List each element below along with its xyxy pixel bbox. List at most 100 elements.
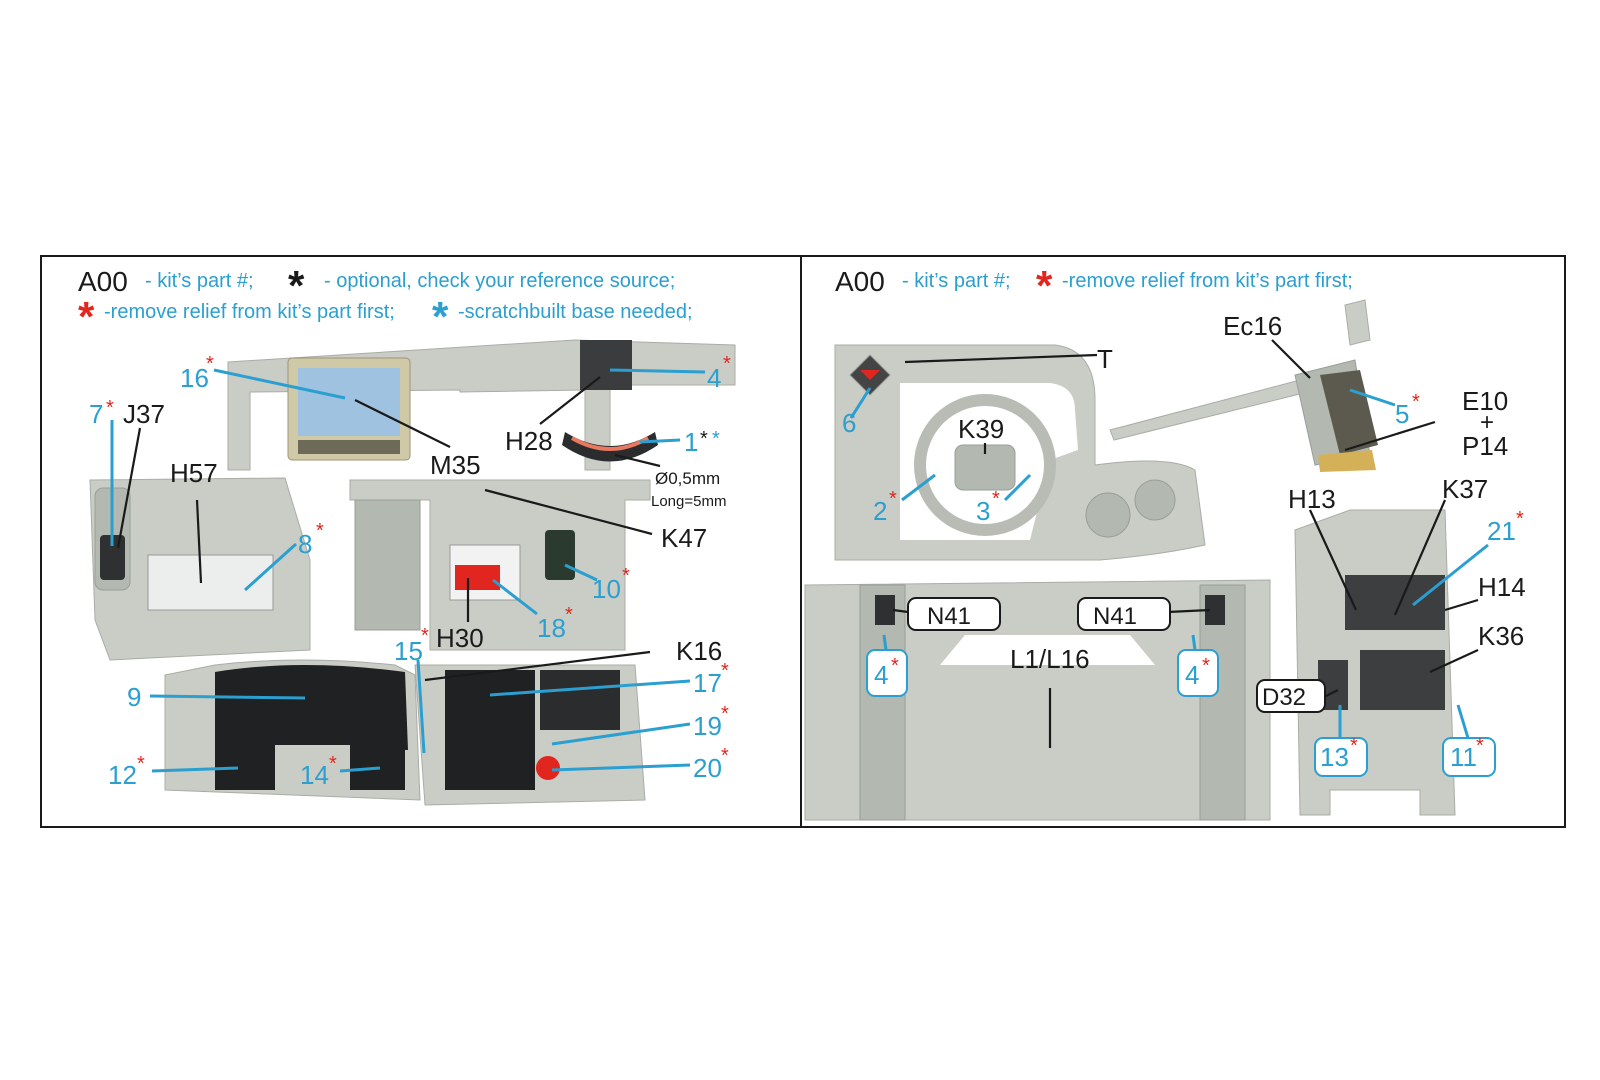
label-16: 16	[180, 363, 209, 393]
star-16: *	[206, 353, 214, 375]
label-4: 4	[707, 363, 721, 393]
fire-switches	[455, 565, 500, 590]
remove-relief-star-icon: *	[78, 293, 95, 340]
legend-right-code: A00	[835, 266, 885, 297]
label-18: 18	[537, 613, 566, 643]
leader-t	[904, 353, 1098, 364]
label-8: 8	[298, 529, 312, 559]
optional-star-icon: *	[288, 262, 305, 309]
label-n41-right: N41	[1093, 603, 1137, 630]
label-4b: 4	[1185, 660, 1199, 690]
star-4a: *	[891, 655, 899, 677]
legend-left-code: A00	[78, 266, 128, 297]
label-10: 10	[592, 574, 621, 604]
leader-1	[639, 438, 681, 444]
leader-m35	[354, 399, 451, 448]
label-k39: K39	[958, 414, 1004, 444]
star-5: *	[1412, 391, 1420, 413]
right-tag-boxes	[866, 597, 1496, 777]
label-19: 19	[693, 711, 722, 741]
label-4a: 4	[874, 660, 888, 690]
tag-n41-right	[1077, 597, 1171, 631]
label-plus: +	[1480, 409, 1494, 436]
star-4: *	[723, 353, 731, 375]
left-pillar	[859, 584, 906, 821]
legend-left-text3: -remove relief from kit’s part first;	[104, 301, 395, 323]
star-18: *	[565, 604, 573, 626]
leader-n41-left	[892, 608, 909, 614]
label-t: T	[1097, 344, 1113, 374]
leader-4	[609, 368, 706, 374]
label-3: 3	[976, 496, 990, 526]
leader-k16	[424, 650, 651, 682]
star-8: *	[316, 520, 324, 542]
label-e10: E10	[1462, 386, 1508, 416]
frame-cutout	[940, 635, 1155, 665]
leader-dia	[614, 453, 661, 468]
gauge-cluster	[215, 665, 408, 750]
star-3: *	[992, 488, 1000, 510]
label-21: 21	[1487, 516, 1516, 546]
label-h14: H14	[1478, 572, 1526, 602]
label-17: 17	[693, 668, 722, 698]
star-1-blue: *	[712, 428, 720, 450]
label-length: Long=5mm	[651, 493, 726, 510]
label-15: 15	[394, 636, 423, 666]
right-resin-parts	[804, 299, 1456, 821]
steering-wheel-k39	[914, 394, 1056, 536]
label-m35: M35	[430, 450, 481, 480]
leader-e10	[1344, 420, 1436, 452]
red-knob-20	[536, 756, 560, 780]
right-leaders	[849, 339, 1489, 748]
label-h28: H28	[505, 426, 553, 456]
legend-right-text1: - kit’s part #;	[902, 270, 1011, 292]
leader-17	[489, 679, 691, 697]
ammo-can-e10	[1318, 450, 1376, 472]
leader-h28	[539, 376, 601, 425]
star-15: *	[421, 625, 429, 647]
ammo-belt	[1320, 370, 1378, 455]
legend-right-text2: -remove relief from kit’s part first;	[1062, 270, 1353, 292]
tag-11	[1442, 737, 1496, 777]
label-p14: P14	[1462, 431, 1508, 461]
star-13: *	[1350, 735, 1358, 757]
label-diameter: Ø0,5mm	[655, 469, 720, 488]
center-dash-screen	[540, 670, 620, 730]
control-n41-right	[1205, 595, 1225, 625]
leader-10	[564, 563, 598, 582]
right-star-icon: *	[1036, 262, 1053, 309]
right-labels: T Ec16 5 * E10 + P14 6 K39 2 * 3 * H13 K…	[842, 311, 1526, 772]
label-14: 14	[300, 760, 329, 790]
leader-14	[339, 766, 381, 773]
leader-6	[849, 387, 872, 419]
star-4b: *	[1202, 655, 1210, 677]
tag-4a	[866, 649, 908, 697]
leader-5	[1349, 388, 1396, 407]
radio-k37	[1345, 575, 1445, 630]
label-h30: H30	[436, 623, 484, 653]
label-20: 20	[693, 753, 722, 783]
label-2: 2	[873, 496, 887, 526]
leader-n41-right	[1167, 608, 1211, 614]
gun-mount	[1344, 299, 1371, 346]
leader-h13	[1309, 509, 1357, 611]
label-12: 12	[108, 760, 137, 790]
label-k47: K47	[661, 523, 707, 553]
tag-4b	[1177, 649, 1219, 697]
label-7: 7	[89, 399, 103, 429]
star-1-black: *	[700, 428, 708, 450]
leader-ec16	[1271, 339, 1311, 379]
tag-n41-left	[907, 597, 1001, 631]
leader-h14	[1444, 598, 1479, 612]
tag-13	[1314, 737, 1368, 777]
label-h57: H57	[170, 458, 218, 488]
leader-20	[551, 763, 691, 772]
left-labels: 16 * 4 * 7 * J37 H57 H28 M35 1 * * Ø0,5m…	[89, 353, 731, 790]
leader-18	[492, 578, 538, 616]
star-12: *	[137, 753, 145, 775]
label-h13: H13	[1288, 484, 1336, 514]
scratchbuilt-star-icon: *	[432, 293, 449, 340]
star-10: *	[622, 565, 630, 587]
label-9: 9	[127, 682, 141, 712]
